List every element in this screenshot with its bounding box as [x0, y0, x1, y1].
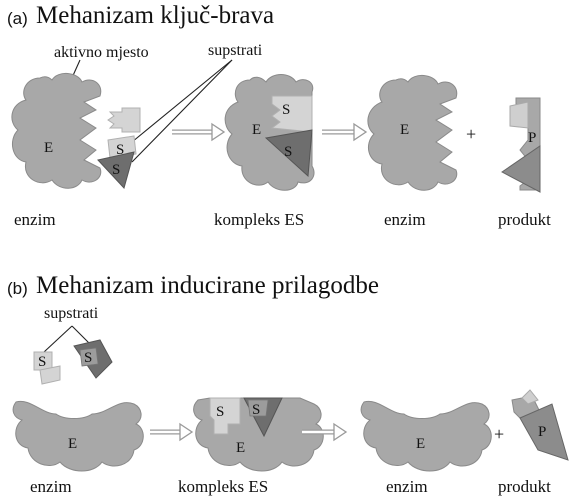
- product-b-glyph: P: [538, 424, 546, 440]
- arrow-a-2-head: [354, 124, 366, 140]
- plus-a: +: [466, 124, 476, 144]
- es-complex-a: E S S: [225, 75, 314, 191]
- enzyme-b1-glyph: E: [68, 436, 77, 452]
- substrate-b-glyph-2: S: [84, 350, 92, 366]
- arrow-b-1-head: [180, 424, 192, 440]
- enzyme-a1: E: [12, 73, 101, 188]
- product-b: P: [512, 390, 568, 460]
- substrate-light-a: S: [108, 108, 140, 158]
- substrate-pointer-2: [132, 60, 232, 162]
- es-b-enzyme-glyph: E: [236, 440, 245, 456]
- product-a-glyph: P: [528, 130, 536, 146]
- enzyme-a2: E: [368, 75, 457, 190]
- es-a-enzyme-glyph: E: [252, 122, 261, 138]
- substrate-pointer-b-1: [44, 326, 72, 352]
- substrate-b-glyph-1: S: [38, 354, 46, 370]
- arrow-a-1-head: [212, 124, 224, 140]
- substrate-a-glyph-2: S: [112, 162, 120, 178]
- es-a-substrate-glyph-2: S: [284, 144, 292, 160]
- plus-b: +: [494, 424, 504, 444]
- enzyme-b2: E: [361, 401, 491, 471]
- substrate-dark-a: S: [98, 152, 134, 188]
- es-b-substrate-glyph-1: S: [216, 404, 224, 420]
- arrow-b-2-head: [334, 424, 346, 440]
- enzyme-a2-glyph: E: [400, 122, 409, 138]
- enzyme-b1: E: [13, 401, 143, 471]
- enzyme-b2-glyph: E: [416, 436, 425, 452]
- product-a: P: [502, 98, 540, 192]
- es-a-substrate-glyph-1: S: [282, 102, 290, 118]
- enzyme-a1-glyph: E: [44, 140, 53, 156]
- es-b-substrate-glyph-2: S: [252, 402, 260, 418]
- substrates-b: S S: [34, 340, 112, 384]
